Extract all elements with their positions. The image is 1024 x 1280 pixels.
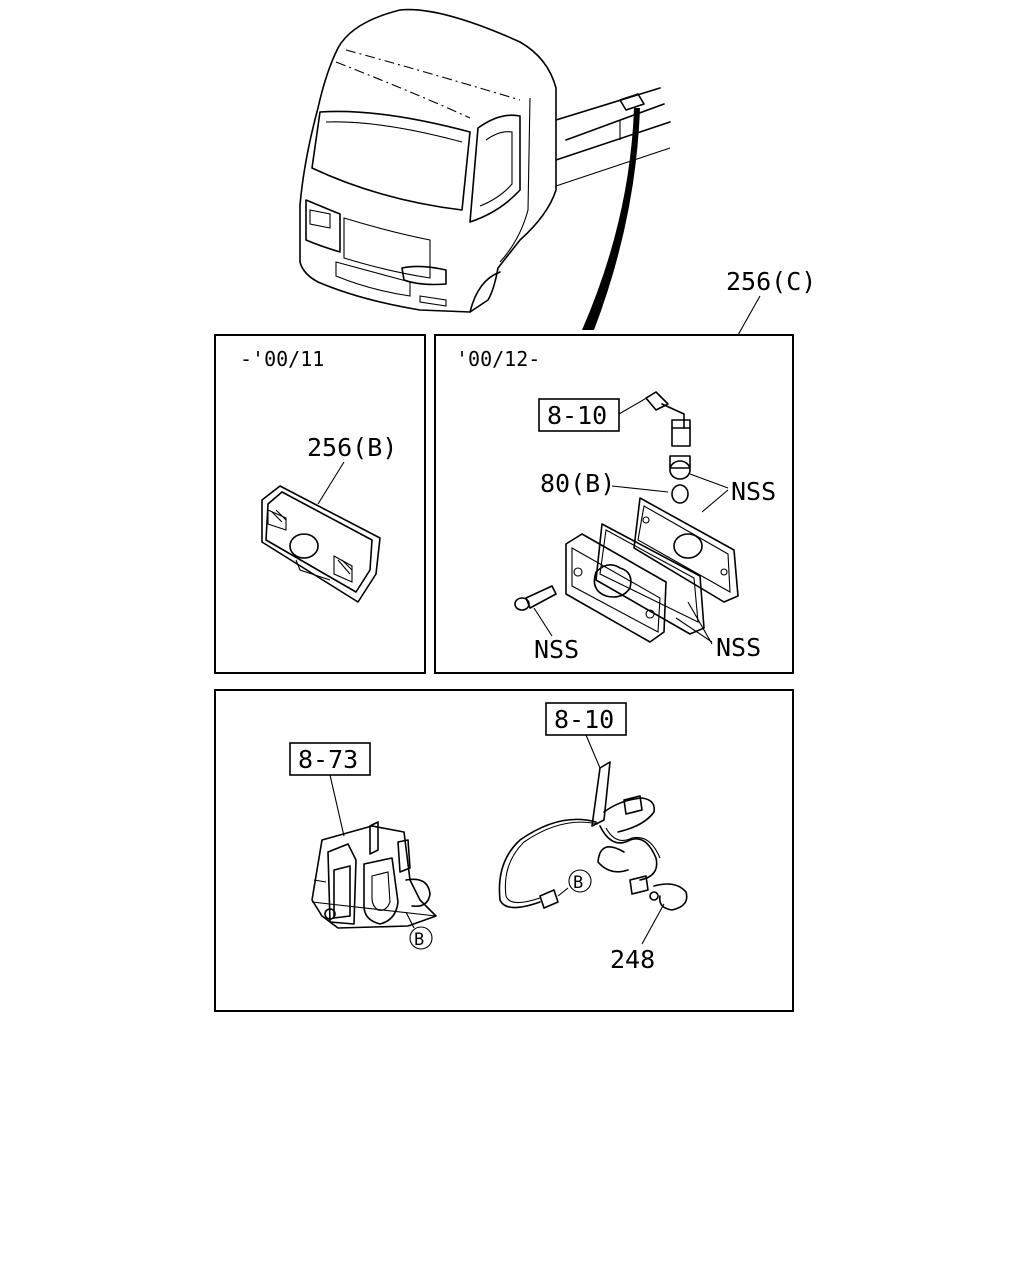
ref-8-10-upper: 8-10 [547,401,607,430]
lamp-lens [565,533,667,643]
panel-late-frame [434,334,794,674]
lamp-housing [633,497,739,603]
lamp-screw [514,585,557,611]
callout-nss-upper: NSS [731,477,776,506]
control-unit-bracket [311,821,437,929]
bulb-socket-wire [645,391,691,480]
callout-80b: 80(B) [540,469,615,498]
harness-clip [649,883,688,911]
wiring-harness [498,761,661,909]
callout-256b: 256(B) [307,433,397,462]
connector-b-harness-label: B [573,873,583,893]
truck-cab-illustration [299,8,671,330]
leader-256c [737,295,761,336]
ref-box-8-73 [289,742,371,776]
connector-b-unit-label: B [414,930,424,950]
leader-256b [317,461,345,505]
connector-b-unit-marker: B [405,911,433,950]
panel-harness-frame [214,689,794,1012]
bulb [671,484,689,504]
callout-256c: 256(C) [726,267,816,296]
ref-box-8-10-upper [538,398,620,432]
ref-8-73: 8-73 [298,745,358,774]
callout-248: 248 [610,945,655,974]
callout-nss-lower: NSS [716,633,761,662]
side-marker-lamp-early [261,485,381,603]
callout-nss-screw: NSS [534,635,579,664]
ref-8-10-lower: 8-10 [554,705,614,734]
panel-early-frame [214,334,426,674]
date-range-late: '00/12- [456,347,540,371]
connector-b-harness-marker: B [557,869,592,897]
date-range-early: -'00/11 [240,347,324,371]
